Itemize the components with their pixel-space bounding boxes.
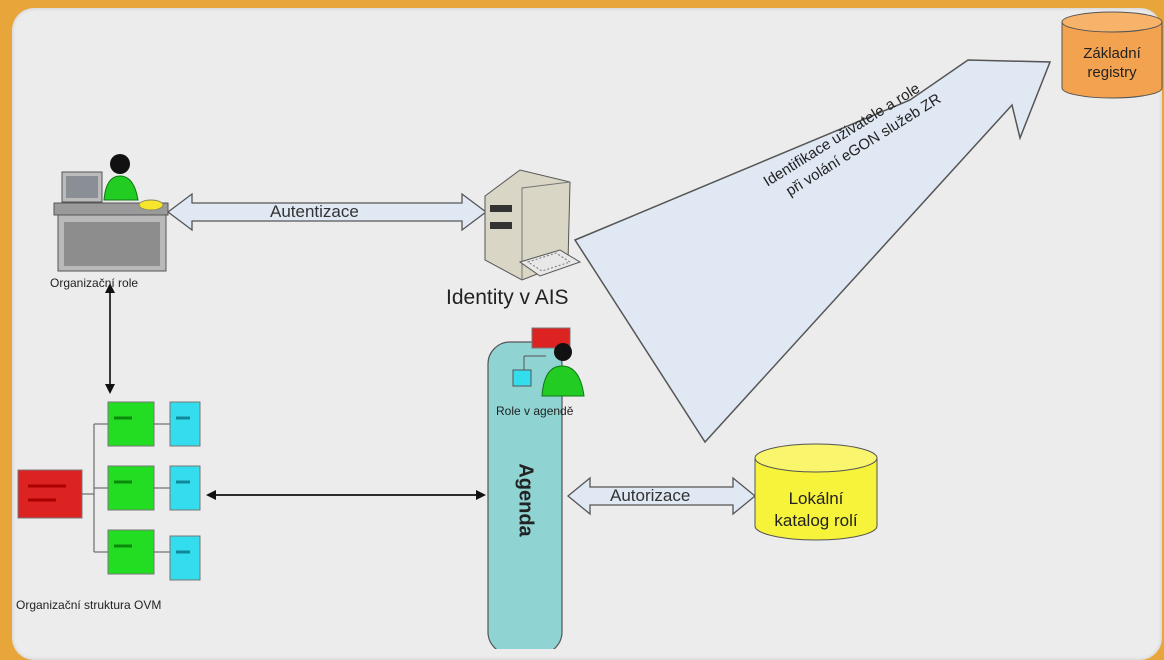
lokalni-katalog-cylinder <box>754 443 878 541</box>
autorizace-label: Autorizace <box>610 486 691 505</box>
org-struktura-label: Organizační struktura OVM <box>16 598 162 612</box>
lokalni-katalog-label: Lokální katalog rolí <box>755 488 877 532</box>
identity-ais-label: Identity v AIS <box>446 286 569 309</box>
agenda-label: Agenda <box>514 463 537 537</box>
zakladni-registry-line2: registry <box>1087 64 1137 81</box>
lokalni-katalog-line1: Lokální <box>788 489 844 508</box>
zakladni-registry-cylinder <box>1061 11 1163 99</box>
identifikace-arrow <box>573 59 1052 444</box>
agenda-pill <box>487 341 563 649</box>
zakladni-registry-line1: Základní <box>1083 45 1141 62</box>
server-icon <box>484 169 582 281</box>
autentizace-label: Autentizace <box>270 202 359 221</box>
lokalni-katalog-line2: katalog rolí <box>774 511 858 530</box>
org-role-label: Organizační role <box>50 276 139 290</box>
org-structure-tree <box>17 401 201 581</box>
role-v-agende-label: Role v agendě <box>496 404 574 418</box>
workstation-icon <box>53 154 169 272</box>
zakladni-registry-label: Základní registry <box>1062 44 1162 82</box>
role-v-agende-icon <box>512 327 585 397</box>
